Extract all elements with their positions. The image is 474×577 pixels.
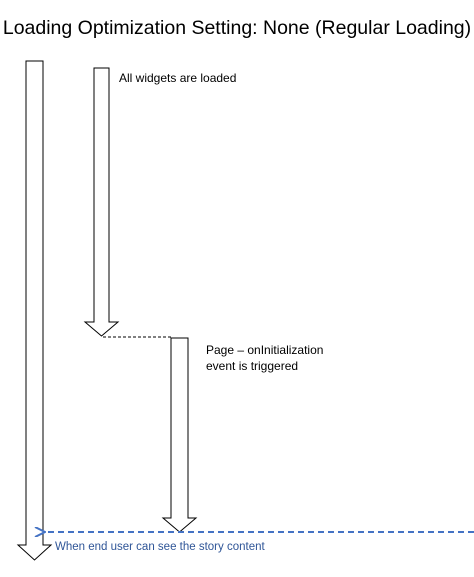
page-init-arrow: [161, 337, 198, 533]
page-init-label-line2: event is triggered: [206, 359, 299, 373]
widgets-loaded-label: All widgets are loaded: [119, 71, 237, 85]
page-init-label-line1: Page – onInitialization: [206, 343, 324, 357]
diagram-title: Loading Optimization Setting: None (Regu…: [2, 17, 472, 39]
main-timeline-arrow: [16, 60, 53, 561]
widgets-loading-arrow: [83, 67, 120, 337]
end-user-label: When end user can see the story content: [55, 541, 265, 553]
